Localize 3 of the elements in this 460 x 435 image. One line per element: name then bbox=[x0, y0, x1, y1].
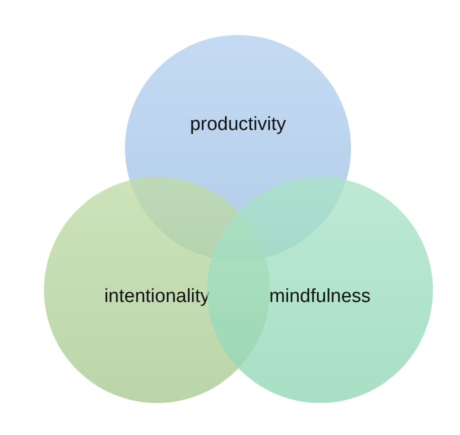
set-label: productivity bbox=[188, 114, 288, 136]
set-label: mindfulness bbox=[268, 286, 372, 308]
set-label: intentionality bbox=[103, 286, 211, 308]
